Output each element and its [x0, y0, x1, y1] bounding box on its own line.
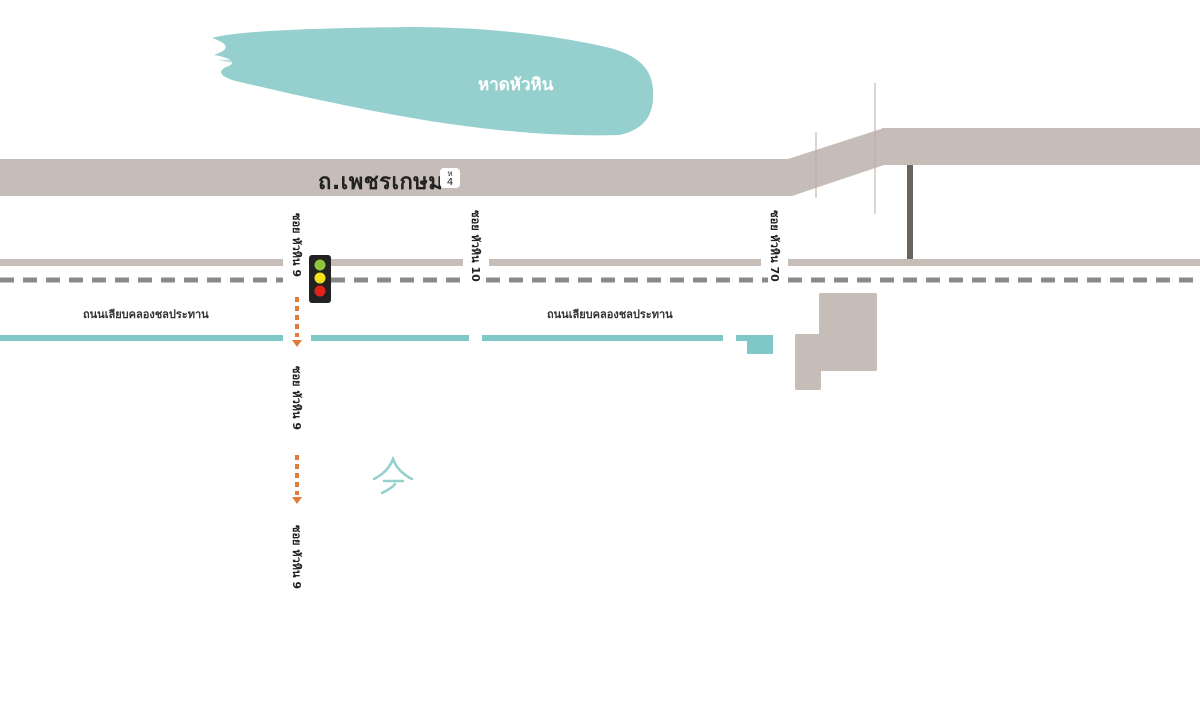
highway-flyover-ramp [788, 128, 884, 196]
canal-road-label: ถนนเลียบคลองชลประทาน [83, 308, 209, 321]
irrigation-canal [482, 335, 723, 341]
frontage-road [788, 259, 1200, 266]
highway-route-badge: ห 4 [440, 168, 460, 188]
soi-label: ซอย หัวหิน 9 [290, 212, 303, 278]
traffic-light-red [314, 285, 326, 297]
highway-label: ถ.เพชรเกษม [318, 170, 444, 195]
frontage-road [311, 259, 463, 266]
building-block [795, 293, 877, 390]
highway-flyover [882, 128, 1200, 165]
highway-road [0, 159, 792, 196]
traffic-light [309, 255, 331, 303]
irrigation-canal [311, 335, 469, 341]
irrigation-canal [736, 335, 748, 341]
soi-label: ซอย หัวหิน 10 [469, 210, 482, 282]
flyover-pillar [907, 165, 913, 260]
soi-label: ซอย หัวหิน 70 [768, 210, 781, 282]
route-badge-number: 4 [446, 177, 454, 188]
frontage-road [0, 259, 283, 266]
irrigation-canal [0, 335, 283, 341]
frontage-road [489, 259, 761, 266]
beach-brush-streak [218, 42, 300, 78]
soi-label: ซอย หัวหิน 9 [290, 524, 303, 590]
temple-roof-icon [372, 455, 414, 495]
beach-sea-area [212, 27, 654, 136]
canal-road-label: ถนนเลียบคลองชลประทาน [547, 308, 673, 321]
canal-pond [747, 335, 773, 354]
traffic-light-green [314, 259, 326, 271]
route-arrow-south [292, 455, 302, 504]
soi-label: ซอย หัวหิน 9 [290, 365, 303, 431]
beach-label: หาดหัวหิน [478, 75, 554, 95]
route-badge-symbol: ห [447, 169, 453, 178]
traffic-light-yellow [314, 272, 326, 284]
route-arrow-north [292, 297, 302, 347]
